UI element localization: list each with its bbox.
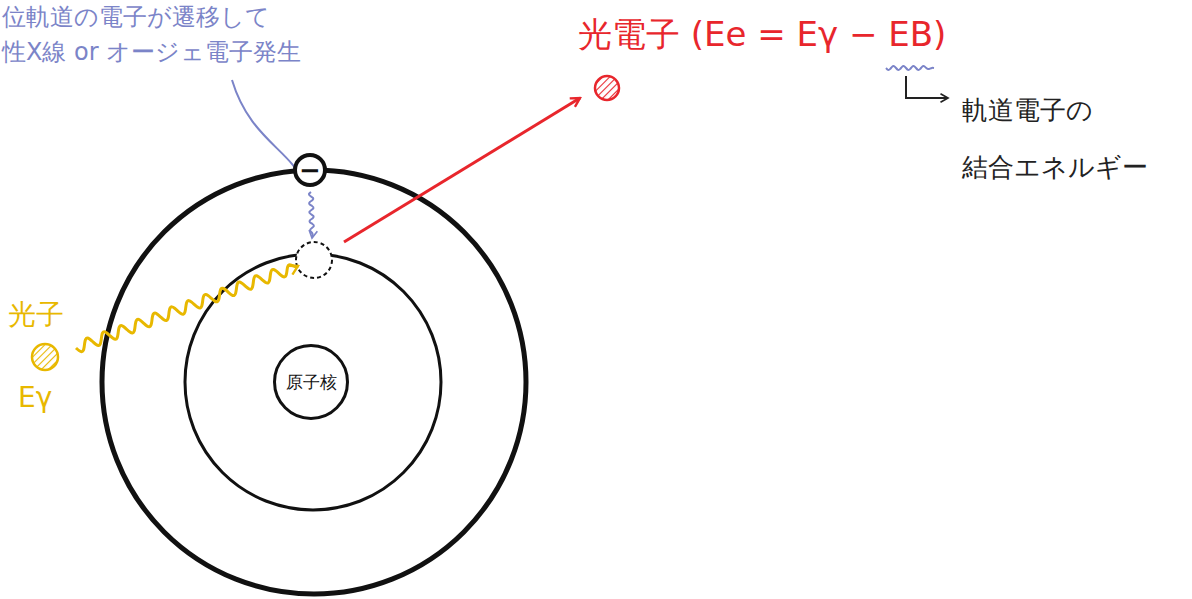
electron-circle: − <box>293 153 327 187</box>
photon-wave <box>76 265 298 352</box>
transition-wave <box>309 192 314 238</box>
node-circle <box>295 155 325 185</box>
photoelectron-arrow <box>344 98 580 242</box>
photoelectron-label: 光電子 (Ee = Eγ − EB) <box>578 14 946 55</box>
inner-shell <box>185 254 441 510</box>
node-text: − <box>293 153 327 187</box>
outer-shell <box>102 170 526 594</box>
binding-energy-note: 軌道電子の 結合エネルギー <box>962 82 1177 196</box>
photon-energy-label: Eγ <box>18 381 52 415</box>
node-text: 原子核 <box>273 344 349 420</box>
photon-symbol <box>32 344 58 370</box>
nucleus-circle: 原子核 <box>273 344 349 420</box>
node-circle <box>275 346 348 419</box>
wavy-underline <box>886 66 934 70</box>
photoelectron-symbol <box>595 76 619 100</box>
electron-vacancy <box>296 242 332 278</box>
note-text: 位軌道の電子が遷移して 性X線 or オージェ電子発生 <box>2 0 322 70</box>
photon-label: 光子 <box>8 298 64 332</box>
hook-arrow <box>906 76 948 98</box>
